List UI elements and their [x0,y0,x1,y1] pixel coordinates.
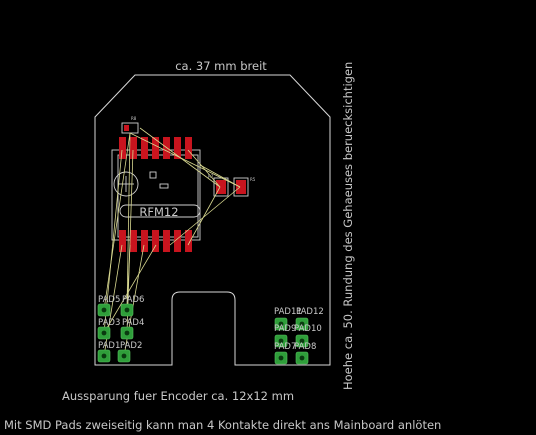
part-r7-pad [216,180,226,194]
part-r8-label: R8 [131,116,137,121]
airwire [139,127,221,188]
airwire [103,132,131,311]
module-label-frame [119,204,201,218]
pad-drill [124,330,130,336]
cutout-label: Aussparung fuer Encoder ca. 12x12 mm [62,389,294,403]
pad-label-pad5: PAD5 [98,295,120,305]
part-r5: R5 [233,177,256,197]
part-r5-outline [233,177,249,197]
part-r5-pad [236,180,246,194]
pad-drill [299,355,305,361]
smd-pad-top [152,137,159,159]
pad-group-left [97,303,134,363]
pad-label-pad12: PAD12 [296,307,324,317]
part-r5-label: R5 [250,177,256,182]
pad-label-pad7: PAD7 [274,342,296,352]
pad-drill [101,330,107,336]
pad-drill [299,338,305,344]
pad-label-pad10: PAD10 [294,324,322,334]
pad-label-pad4: PAD4 [122,318,144,328]
smd-pad-bottom [130,230,137,252]
airwire [199,164,241,188]
airwire [187,149,221,188]
pad-drill [101,307,107,313]
airwire [126,244,131,311]
smd-pad-top [130,137,137,159]
airwire [126,149,134,334]
smd-pad-bottom [163,230,170,252]
pad-labels-left: PAD5 PAD6 PAD3 PAD4 PAD1 PAD2 [98,295,144,351]
smd-pad-top [141,137,148,159]
part-r8: R8 [121,116,139,134]
module-label: RFM12 [139,205,178,219]
smd-pad-bottom [174,230,181,252]
airwire [187,186,221,246]
module-chip-b [159,183,169,189]
module-chip-a [149,171,157,179]
pad-drill [124,307,130,313]
pad-drill [278,338,284,344]
rfm12-module: RFM12 [111,137,201,252]
airwire [169,186,241,246]
airwire [103,244,157,334]
smd-pad-top [185,137,192,159]
pad-label-pad11: PAD11 [274,307,302,317]
smd-pads-bottom [119,230,192,252]
smd-pad-bottom [185,230,192,252]
width-label: ca. 37 mm breit [175,59,267,73]
part-r8-pad [124,125,129,131]
airwire [126,132,131,311]
pad-drill [299,321,305,327]
pad-drill [101,353,107,359]
smd-pad-top [119,137,126,159]
smd-pad-bottom [119,230,126,252]
pad-label-pad1: PAD1 [98,341,120,351]
pad-labels-right: PAD11 PAD12 PAD9 PAD10 PAD7 PAD8 [274,307,324,352]
footer-note: Mit SMD Pads zweiseitig kann man 4 Konta… [4,418,441,432]
smd-pad-top [174,137,181,159]
smd-pad-bottom [152,230,159,252]
pad-label-pad3: PAD3 [98,318,120,328]
board-outline [94,74,331,366]
height-label: Hoehe ca. 50. Rundung des Gehaeuses beru… [341,62,355,390]
pad-drill [278,355,284,361]
pad-label-pad8: PAD8 [294,342,316,352]
module-crystal [113,171,139,197]
airwire [103,149,123,334]
smd-pad-bottom [141,230,148,252]
pad-group-right [274,317,309,365]
pad-label-pad6: PAD6 [122,295,144,305]
pad-drill [121,353,127,359]
pad-label-pad9: PAD9 [274,324,296,334]
module-inner-outline [117,154,199,238]
airwire [129,132,241,188]
pad-drill [278,321,284,327]
pad-label-pad2: PAD2 [120,341,142,351]
